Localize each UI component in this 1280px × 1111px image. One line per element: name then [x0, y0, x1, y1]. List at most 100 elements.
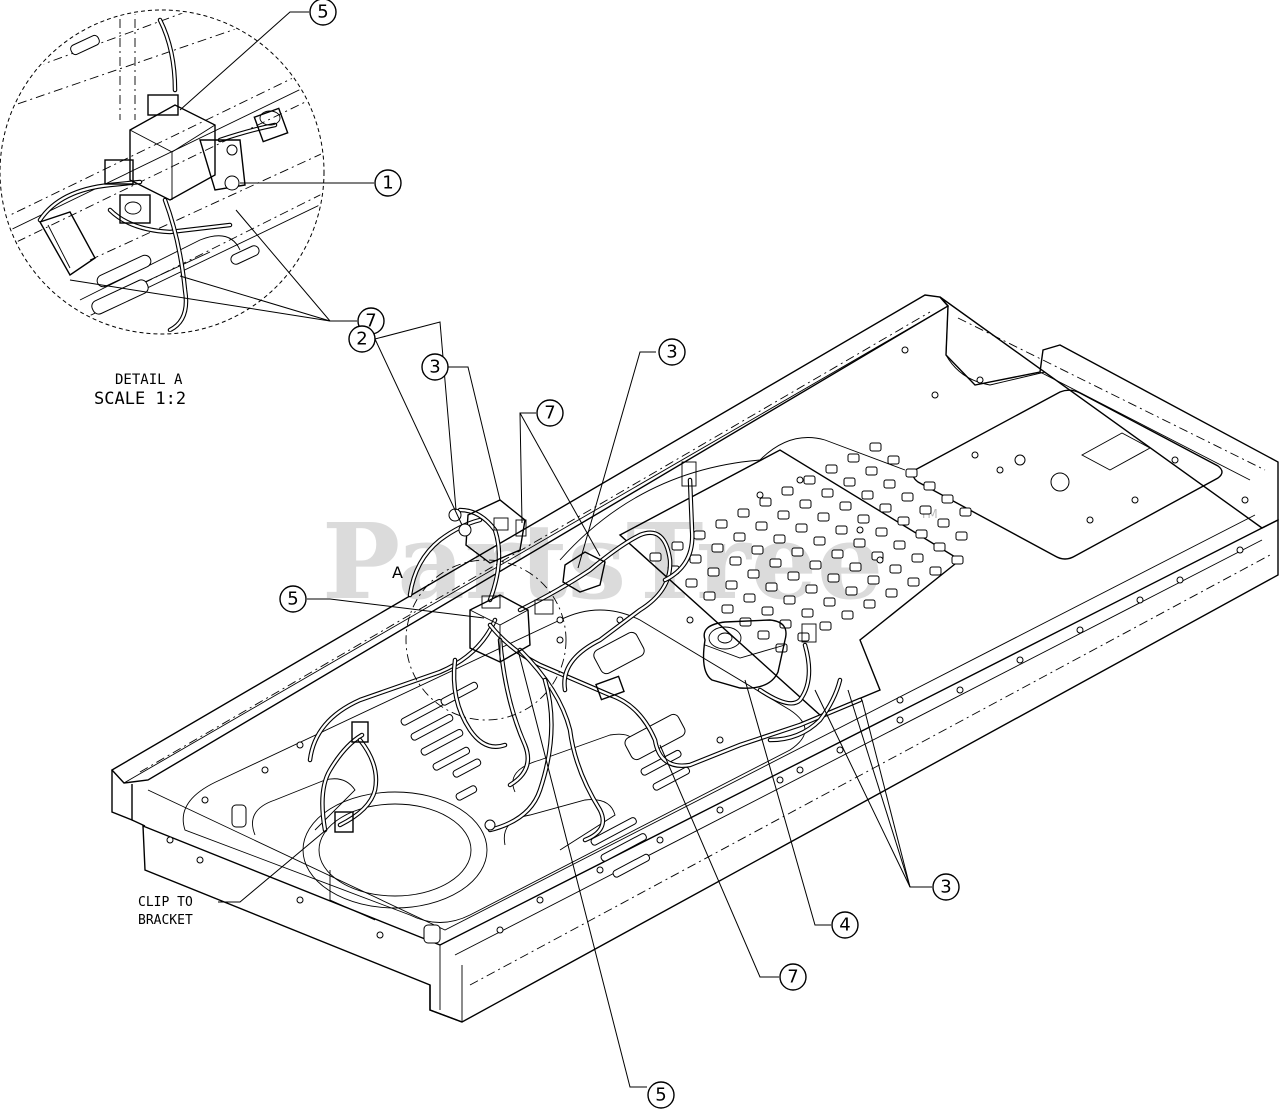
deck-slot	[410, 713, 454, 741]
perforation	[751, 545, 764, 555]
perforation	[907, 577, 920, 587]
frame-hole	[1241, 496, 1249, 504]
frame-hole	[196, 856, 204, 864]
perforation	[847, 453, 860, 463]
perforation	[787, 571, 800, 581]
svg-text:2: 2	[356, 329, 367, 350]
deck-slot	[590, 817, 637, 846]
svg-text:3: 3	[666, 342, 677, 363]
perforation	[819, 621, 832, 631]
frame-hole	[656, 836, 664, 844]
perforation	[827, 573, 840, 583]
frame-hole	[201, 796, 209, 804]
perforation	[825, 464, 838, 474]
frame-hole	[856, 526, 864, 534]
frame-hole	[1076, 626, 1084, 634]
perforation	[841, 610, 854, 620]
perforation	[703, 591, 716, 601]
frame-hole	[166, 836, 174, 844]
deck-slot	[420, 728, 464, 756]
perforation	[821, 488, 834, 498]
perforation	[955, 531, 968, 541]
deck-slot	[612, 853, 651, 878]
clip-note-line2: BRACKET	[138, 913, 193, 928]
perforation	[797, 632, 810, 642]
frame-hole	[896, 716, 904, 724]
deck-plate	[166, 346, 1249, 944]
perforation	[823, 597, 836, 607]
frame-hole	[296, 741, 304, 749]
perforation	[801, 608, 814, 618]
deck-slot	[455, 785, 478, 801]
frame-hole	[796, 476, 804, 484]
frame-hole	[496, 926, 504, 934]
callout-3-top: 3	[658, 338, 686, 366]
callout-3-left: 3	[421, 353, 449, 381]
perforation	[835, 525, 848, 535]
frame-hole	[976, 376, 984, 384]
perforation	[843, 477, 856, 487]
svg-text:3: 3	[429, 357, 440, 378]
detail-a-marker: A	[392, 559, 567, 721]
perforation	[875, 527, 888, 537]
rear-plate	[912, 389, 1223, 560]
svg-text:3: 3	[940, 877, 951, 898]
frame-hole	[796, 766, 804, 774]
perforation	[919, 505, 932, 515]
detail-a-letter: A	[392, 563, 403, 582]
clip-bracket-plug	[334, 811, 354, 833]
perforation	[929, 566, 942, 576]
detail-scale: SCALE 1:2	[94, 389, 186, 409]
svg-text:5: 5	[287, 589, 298, 610]
relay-block	[448, 499, 527, 564]
perforation	[923, 481, 936, 491]
perforation	[951, 555, 964, 565]
frame-hole	[686, 616, 694, 624]
perforation	[769, 558, 782, 568]
perforation	[671, 541, 684, 551]
perforation	[887, 455, 900, 465]
perforation	[869, 442, 882, 452]
perforation	[883, 479, 896, 489]
perforation	[711, 543, 724, 553]
perforation	[813, 536, 826, 546]
switch-module	[469, 594, 554, 663]
perforation	[879, 503, 892, 513]
frame-hole	[1136, 596, 1144, 604]
connector-right	[562, 461, 697, 593]
perforation	[839, 501, 852, 511]
frame-hole	[261, 766, 269, 774]
frame-hole	[556, 616, 564, 624]
perforation	[773, 534, 786, 544]
perforation	[941, 494, 954, 504]
perforation	[893, 540, 906, 550]
frame-hole	[896, 696, 904, 704]
perforation	[849, 562, 862, 572]
callout-3-right: 3	[932, 873, 960, 901]
callout-4: 4	[831, 911, 859, 939]
pto-switch	[702, 619, 817, 689]
callout-5-detail: 5	[309, 0, 337, 26]
perforation	[693, 530, 706, 540]
detail-a-view	[0, 9, 325, 335]
perforation	[725, 580, 738, 590]
frame-hole	[596, 866, 604, 874]
deck-slot	[600, 833, 647, 862]
frame-hole	[876, 556, 884, 564]
inline-connector	[595, 675, 625, 701]
frame-hole	[836, 746, 844, 754]
frame-hole	[956, 686, 964, 694]
perforation	[729, 556, 742, 566]
frame-hole	[931, 391, 939, 399]
deck-slot	[440, 681, 479, 706]
svg-text:7: 7	[365, 311, 376, 332]
perforation	[885, 588, 898, 598]
frame-hole	[756, 491, 764, 499]
components	[334, 461, 817, 833]
callout-5-bottom: 5	[647, 1081, 675, 1109]
perforation	[783, 595, 796, 605]
perforation	[905, 468, 918, 478]
ring-terminal	[484, 819, 496, 831]
frame-hole	[296, 896, 304, 904]
leader-lines	[69, 11, 932, 1088]
